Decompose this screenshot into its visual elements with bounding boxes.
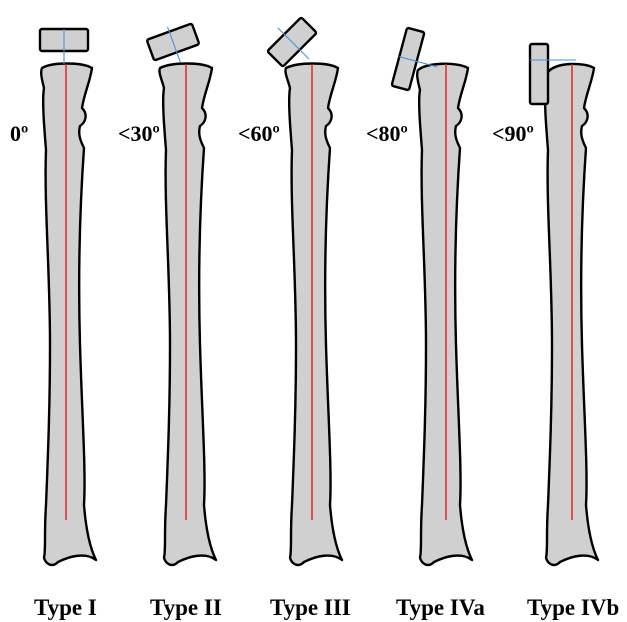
type-label: Type III (270, 595, 351, 620)
angle-label: <80º (366, 121, 408, 146)
type-label: Type IVb (527, 595, 619, 620)
bone-shaft (159, 64, 216, 565)
bone-shaft (285, 64, 342, 565)
stage-type-1: 0º Type I (10, 29, 97, 620)
angle-label: <90º (492, 121, 534, 146)
type-label: Type IVa (396, 595, 485, 620)
stage-type-4a: <80º Type IVa (366, 28, 485, 620)
stage-type-3: <60º Type III (238, 11, 351, 620)
angle-label: <60º (238, 121, 280, 146)
stage-type-2: <30º Type II (118, 19, 222, 620)
type-label: Type I (34, 595, 97, 620)
epiphysis (530, 44, 548, 104)
angle-label: 0º (10, 121, 28, 146)
bone-shaft (417, 64, 472, 565)
bone-shaft (41, 64, 96, 565)
type-label: Type II (150, 595, 222, 620)
angle-label: <30º (118, 121, 160, 146)
stage-type-4b: <90º Type IVb (492, 44, 619, 620)
